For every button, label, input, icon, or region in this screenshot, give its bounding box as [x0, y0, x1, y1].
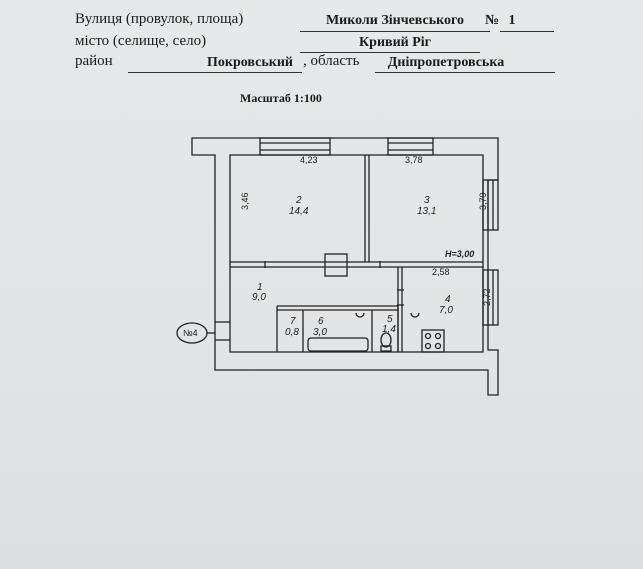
dim-room2-depth: 3,46: [240, 192, 250, 210]
apartment-label: №4: [183, 328, 198, 338]
bathroom-block: [277, 305, 399, 352]
room-1-number: 1: [257, 282, 263, 293]
room-2-area: 14,4: [289, 206, 309, 217]
window-room3: [387, 137, 434, 156]
dim-room3-width: 3,78: [405, 155, 423, 165]
room-6-area: 3,0: [313, 327, 327, 338]
district-value: Покровський: [207, 55, 293, 70]
dim-room2-width: 4,23: [300, 155, 318, 165]
district-label: район: [75, 53, 113, 69]
stove: [421, 329, 445, 353]
district-underline: [128, 72, 302, 73]
room-4-area: 7,0: [439, 305, 453, 316]
room-5-area: 1,4: [382, 324, 396, 335]
window-room2: [259, 137, 331, 156]
dim-room3-depth: 3,79: [478, 192, 488, 210]
house-number-label: №: [484, 13, 500, 28]
house-number-value: 1: [508, 13, 516, 28]
room-1-area: 9,0: [252, 292, 266, 303]
room-4-number: 4: [445, 294, 451, 305]
window-room4-side: [482, 269, 499, 326]
street-label: Вулиця (провулок, площа): [75, 11, 244, 27]
toilet: [380, 332, 392, 348]
room-3-number: 3: [424, 195, 430, 206]
region-label: , область: [303, 53, 360, 69]
region-underline: [375, 72, 555, 73]
room-7-number: 7: [290, 316, 296, 327]
bathtub: [307, 337, 369, 352]
room-7-area: 0,8: [285, 327, 299, 338]
number-underline: [500, 31, 554, 32]
room-6-number: 6: [318, 316, 324, 327]
room-3-area: 13,1: [417, 206, 436, 217]
vent-block: [324, 253, 348, 277]
dim-room4-depth: 2,72: [482, 288, 492, 306]
room-5-number: 5: [387, 314, 393, 325]
city-underline: [300, 52, 480, 53]
region-value: Дніпропетровська: [387, 55, 505, 70]
ceiling-height-label: H=3,00: [445, 249, 474, 259]
sink-icon: [355, 312, 365, 318]
dim-room4-width: 2,58: [432, 267, 450, 277]
city-label: місто (селище, село): [75, 33, 207, 49]
room-2-number: 2: [295, 195, 302, 206]
window-room3-side: [482, 179, 499, 231]
scale-label: Масштаб 1:100: [240, 91, 322, 105]
street-value: Миколи Зінчевського: [325, 13, 465, 28]
city-value: Кривий Ріг: [359, 35, 431, 50]
street-underline: [300, 31, 490, 32]
